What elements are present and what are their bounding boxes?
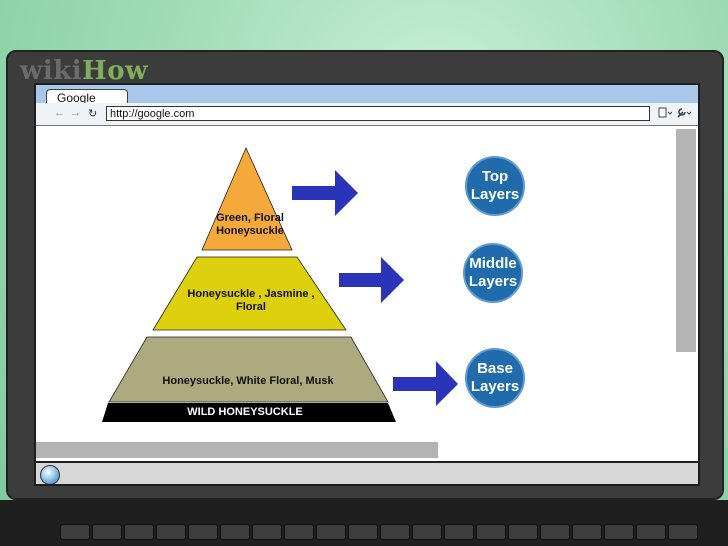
keyboard-key	[252, 524, 282, 540]
keyboard-key	[412, 524, 442, 540]
taskbar	[36, 461, 698, 484]
pyramid-middle-line2: Floral	[236, 301, 266, 313]
base-layers-line2: Layers	[470, 378, 520, 395]
pyramid-top-line1: Green, Floral	[216, 212, 284, 224]
back-button[interactable]: ←	[54, 107, 65, 119]
arrow-top	[292, 170, 358, 216]
horizontal-scrollbar[interactable]	[36, 442, 438, 458]
pyramid-base-band	[102, 403, 396, 422]
pyramid-diagram	[102, 147, 458, 422]
middle-layers-line2: Layers	[468, 273, 518, 290]
keyboard-key	[380, 524, 410, 540]
keyboard-key	[188, 524, 218, 540]
pyramid-middle	[152, 256, 347, 331]
keyboard-key	[156, 524, 186, 540]
logo-wiki: wiki	[20, 56, 83, 86]
keyboard-key	[60, 524, 90, 540]
keyboard-key	[476, 524, 506, 540]
pyramid-top-line2: Honeysuckle	[216, 225, 284, 237]
keyboard-key	[668, 524, 698, 540]
keyboard-key	[572, 524, 602, 540]
page-icon[interactable]	[658, 107, 673, 122]
page-content: Green, Floral Honeysuckle Honeysuckle , …	[36, 126, 672, 443]
keyboard-key	[284, 524, 314, 540]
tab-strip: Google	[36, 85, 698, 105]
forward-button[interactable]: →	[70, 107, 81, 119]
vertical-scrollbar[interactable]	[676, 129, 696, 352]
pyramid-bottom-line1: Honeysuckle, White Floral, Musk	[162, 375, 334, 387]
keyboard-key	[540, 524, 570, 540]
pyramid-bottom-label: Honeysuckle, White Floral, Musk	[148, 375, 348, 388]
browser-window: Google ← → ↻ http://google.com Green, Fl…	[34, 83, 700, 486]
keyboard-key	[508, 524, 538, 540]
keyboard-key	[348, 524, 378, 540]
top-layers-line2: Layers	[470, 186, 520, 203]
keyboard-key	[316, 524, 346, 540]
keyboard-key	[220, 524, 250, 540]
keyboard-key	[124, 524, 154, 540]
pyramid-top-label: Green, Floral Honeysuckle	[192, 212, 308, 238]
tab-google[interactable]: Google	[46, 89, 128, 105]
wikihow-logo: wikiHow	[20, 56, 148, 86]
keyboard-key	[636, 524, 666, 540]
pyramid-top	[201, 147, 293, 251]
top-layers-line1: Top	[481, 168, 509, 185]
arrow-base	[393, 361, 458, 406]
address-bar[interactable]: http://google.com	[106, 106, 650, 121]
laptop-keyboard	[0, 500, 728, 546]
base-layers-line1: Base	[477, 360, 513, 377]
pyramid-bottom	[108, 336, 389, 403]
logo-how: How	[82, 56, 148, 86]
wrench-icon[interactable]	[676, 107, 692, 122]
start-button[interactable]	[40, 465, 60, 484]
keyboard-key	[604, 524, 634, 540]
arrow-middle	[339, 257, 404, 303]
keyboard-key	[444, 524, 474, 540]
pyramid-middle-label: Honeysuckle , Jasmine , Floral	[166, 288, 336, 314]
keyboard-key	[92, 524, 122, 540]
middle-layers-line1: Middle	[469, 255, 517, 272]
pyramid-base-label: WILD HONEYSUCKLE	[187, 406, 303, 418]
refresh-button[interactable]: ↻	[88, 108, 98, 120]
browser-toolbar: ← → ↻ http://google.com	[36, 103, 698, 126]
pyramid-middle-line1: Honeysuckle , Jasmine ,	[187, 288, 315, 300]
